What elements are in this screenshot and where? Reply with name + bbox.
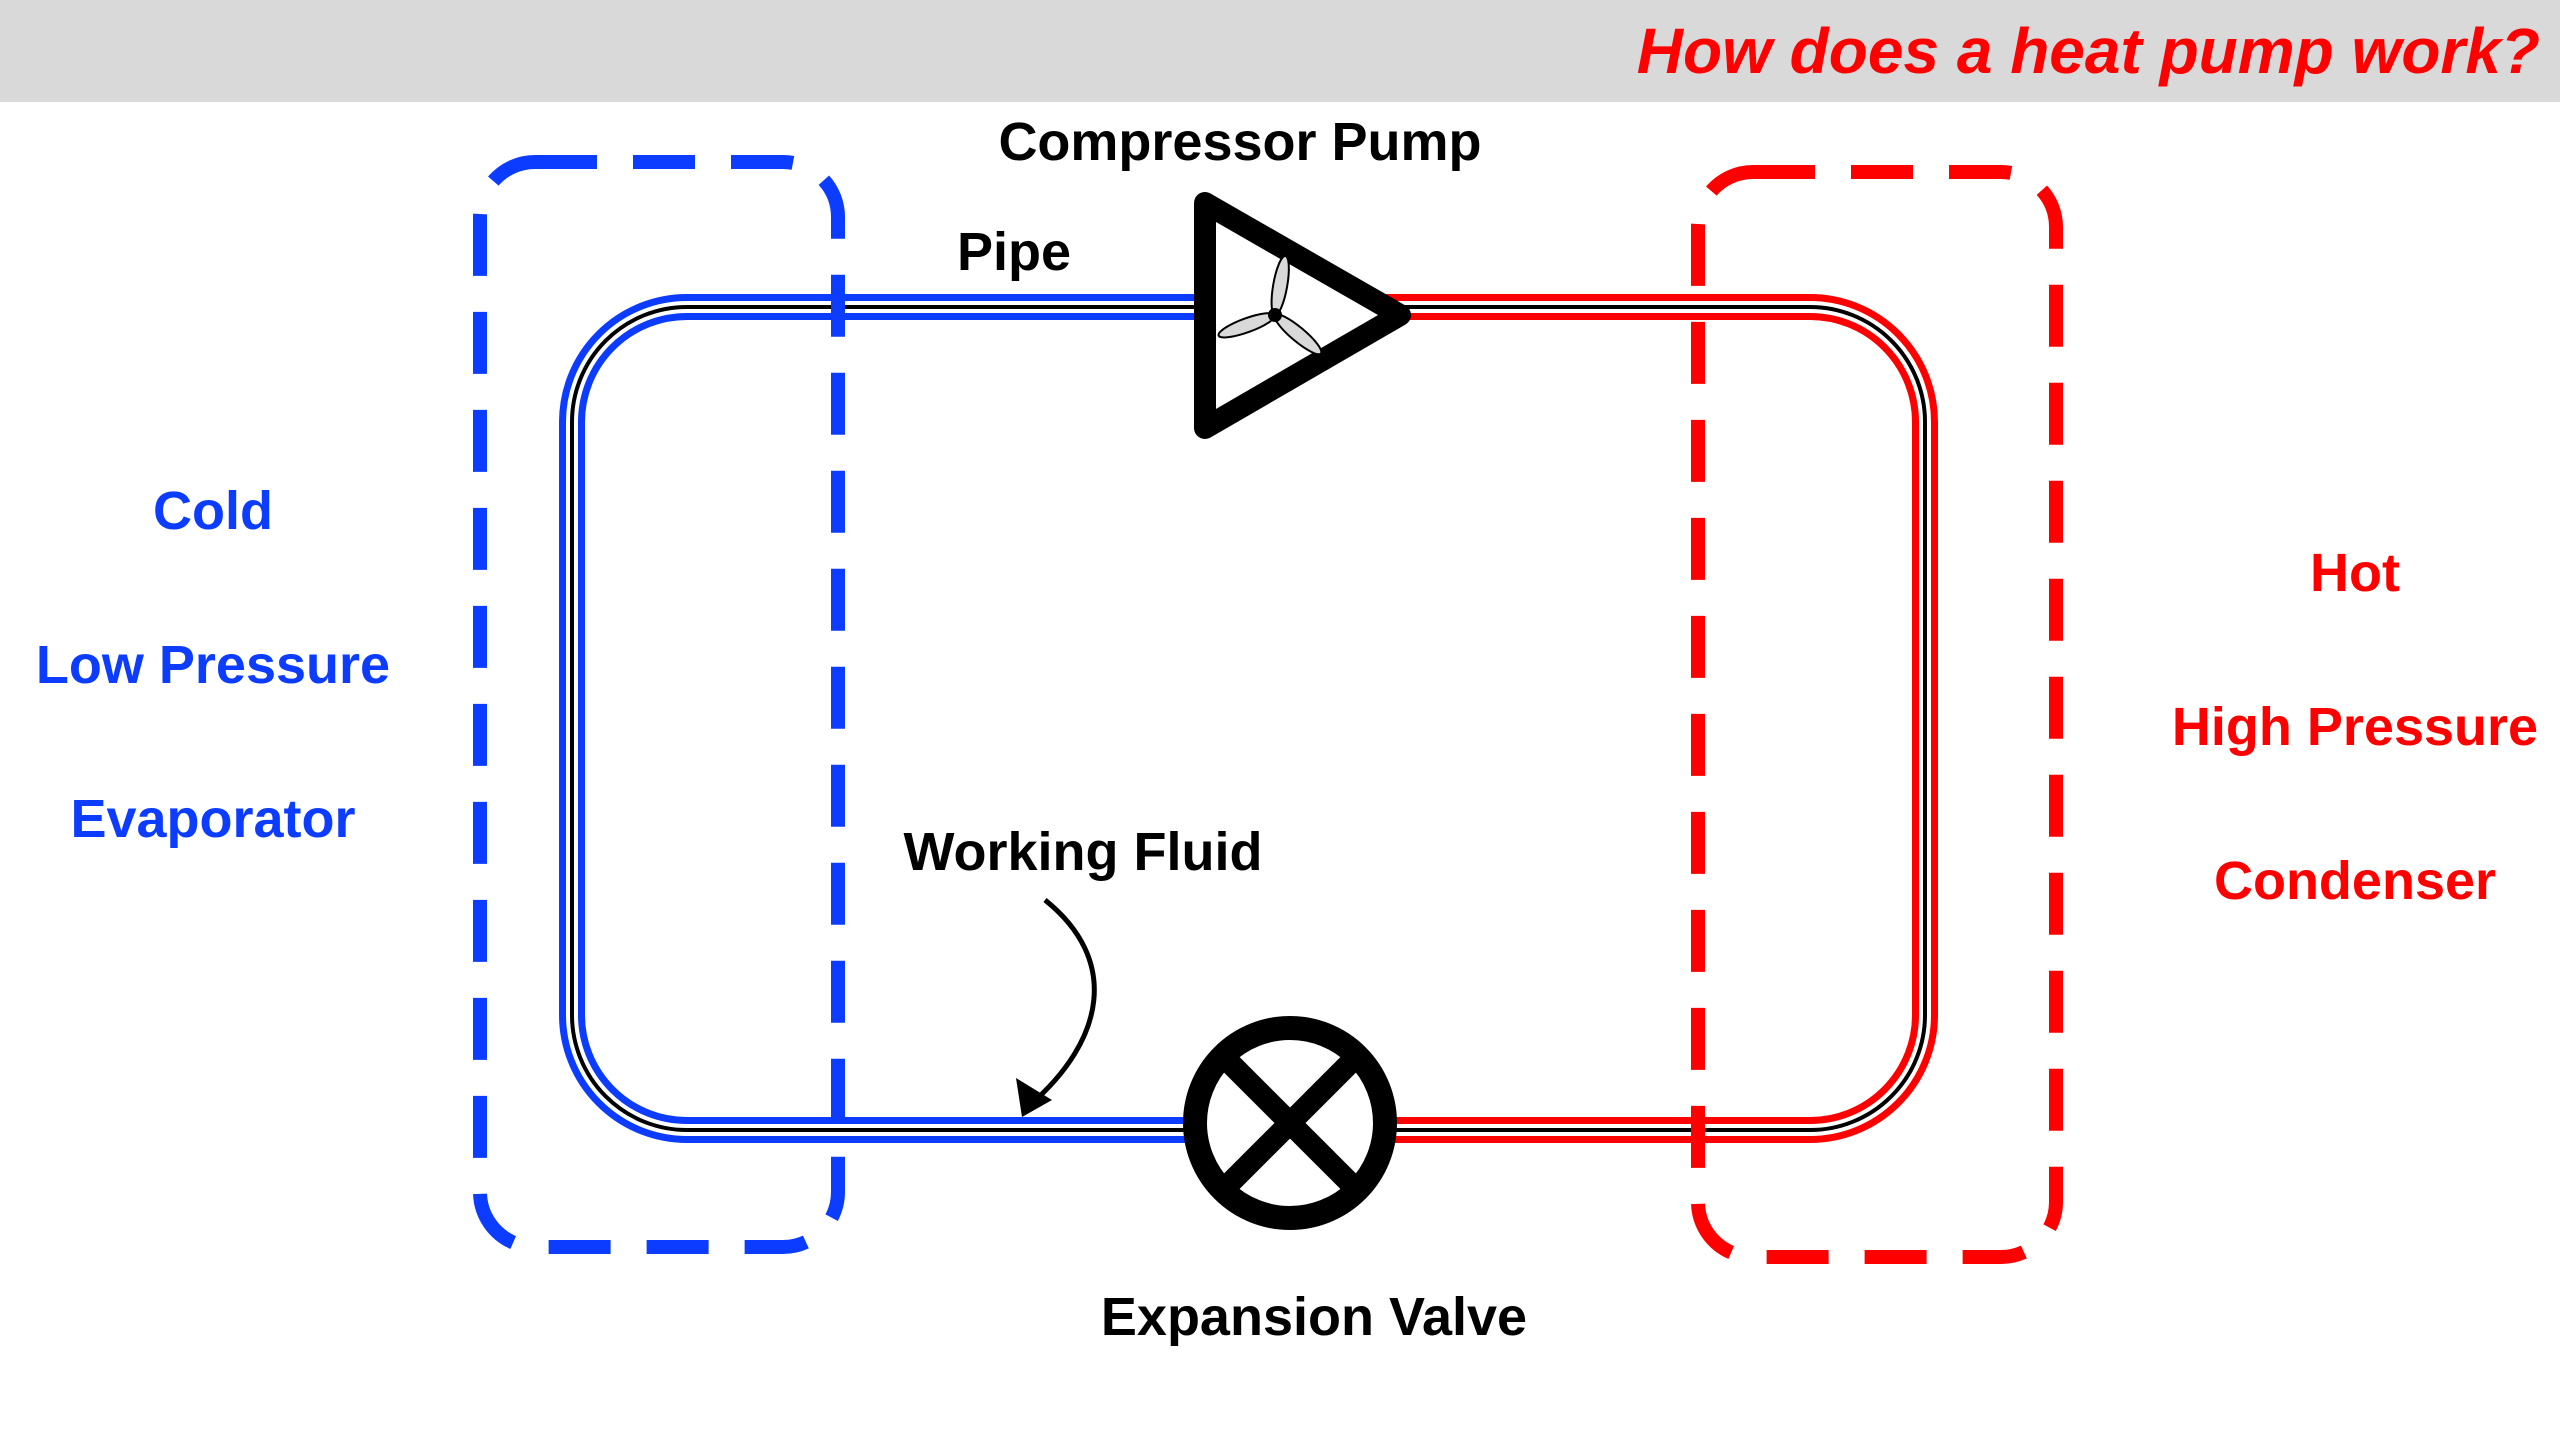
circled-x-valve-icon: [1218, 1051, 1362, 1195]
high-pressure-label: High Pressure: [2172, 697, 2538, 757]
cold-label: Cold: [153, 481, 273, 541]
expansion-valve-label: Expansion Valve: [1101, 1287, 1527, 1347]
expansion-valve: [1183, 1016, 1397, 1230]
compressor-pump: [1194, 192, 1411, 439]
pipe-label: Pipe: [957, 222, 1071, 282]
fan-icon: [1217, 254, 1323, 356]
page-title: How does a heat pump work?: [1636, 15, 2540, 87]
working-fluid-label: Working Fluid: [904, 822, 1263, 882]
title-bar: How does a heat pump work?: [0, 0, 2560, 102]
condenser-box: [1691, 165, 2063, 1264]
hot-label: Hot: [2310, 543, 2400, 603]
working-fluid-arrow: [1016, 898, 1097, 1117]
pipe-hot-section: [1275, 294, 1938, 1143]
low-pressure-label: Low Pressure: [36, 635, 390, 695]
evaporator-box: [473, 155, 845, 1254]
pipe-cold-section: [559, 294, 1275, 1143]
condenser-label: Condenser: [2214, 851, 2496, 911]
compressor-label: Compressor Pump: [998, 112, 1481, 172]
evaporator-label: Evaporator: [70, 789, 355, 849]
